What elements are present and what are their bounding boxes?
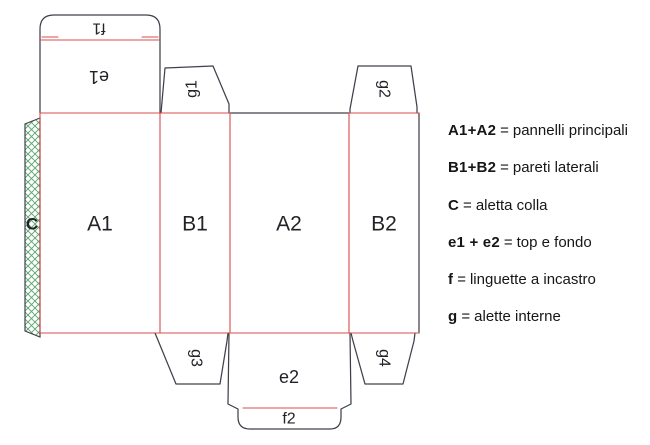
legend-equals: =: [500, 159, 509, 177]
diagram-labels: A1 B1 A2 B2 C e1 f1 g1 g2 g3 g4 e2 f2: [26, 20, 397, 428]
legend-equals: =: [503, 233, 513, 251]
legend-key: g: [448, 308, 458, 326]
legend-key: f: [448, 271, 454, 288]
flap-g1-outline: [160, 65, 230, 114]
legend-equals: =: [457, 271, 466, 288]
legend-equals: =: [463, 196, 472, 214]
legend-item-walls: B1+B2=pareti laterali: [448, 159, 628, 176]
legend-desc: pannelli principali: [512, 122, 628, 139]
flap-g3-outline: [154, 332, 229, 385]
flap-g2-outline: [349, 65, 418, 114]
flap-f2-label: f2: [282, 411, 295, 428]
flap-f1-e1-outline: [39, 14, 161, 114]
legend-key: e1 + e2: [448, 233, 500, 251]
fold-lines: [39, 36, 420, 409]
flap-g2-label: g2: [376, 80, 393, 98]
panel-b1-label: B1: [182, 213, 208, 236]
legend-equals: =: [500, 122, 509, 139]
flap-f1-label: f1: [92, 20, 105, 37]
flap-g4-label: g4: [376, 349, 393, 367]
panel-a2-label: A2: [276, 213, 302, 236]
legend-desc: top e fondo: [516, 233, 592, 251]
legend-desc: linguette a incastro: [469, 271, 596, 288]
legend: A1+A2=pannelli principali B1+B2=pareti l…: [448, 122, 628, 326]
glue-flap-c-label: C: [26, 215, 38, 234]
flap-e2-f2-outline: [227, 332, 352, 430]
legend-key: B1+B2: [448, 159, 497, 177]
legend-item-glue-flap: C=aletta colla: [448, 197, 628, 214]
legend-key: C: [448, 196, 460, 214]
panel-b2-label: B2: [371, 213, 397, 236]
flap-g1-label: g1: [184, 80, 201, 98]
flap-e2-label: e2: [279, 367, 299, 387]
legend-item-tuck-tabs: f=linguette a incastro: [448, 271, 628, 288]
cut-lines: [39, 14, 420, 430]
flap-g4-outline: [350, 332, 416, 385]
legend-item-inner-flaps: g=alette interne: [448, 308, 628, 325]
flap-e1-label: e1: [89, 67, 109, 87]
legend-key: A1+A2: [448, 122, 497, 139]
legend-desc: alette interne: [474, 308, 561, 326]
legend-item-top-bottom: e1 + e2=top e fondo: [448, 234, 628, 251]
legend-desc: pareti laterali: [512, 159, 599, 177]
legend-equals: =: [461, 308, 471, 326]
legend-item-panels: A1+A2=pannelli principali: [448, 122, 628, 139]
legend-desc: aletta colla: [475, 196, 548, 214]
flap-g3-label: g3: [188, 349, 205, 367]
panel-a1-label: A1: [87, 213, 113, 236]
